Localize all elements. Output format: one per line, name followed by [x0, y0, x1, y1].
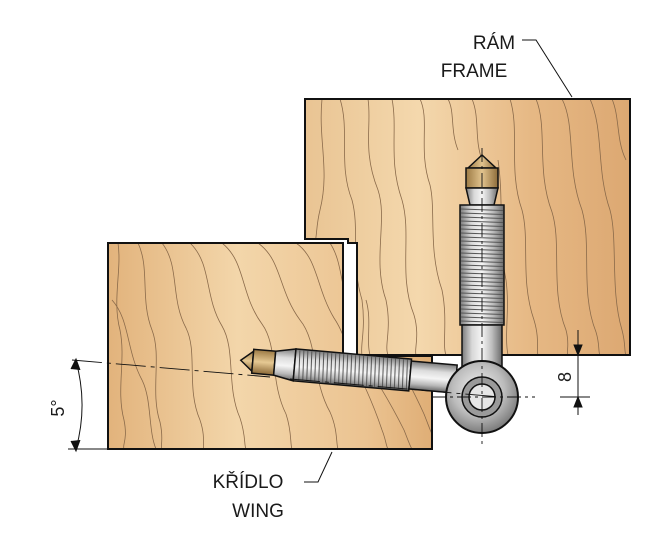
thread-line [326, 352, 329, 383]
wing-pin-threads [298, 350, 408, 390]
thread-line [460, 288, 504, 291]
offset-dimension-label: 8 [555, 372, 575, 382]
thread-line [397, 359, 400, 390]
frame-label-cz: RÁM [473, 33, 515, 54]
frame-leader-line [522, 39, 573, 98]
thread-line [354, 355, 357, 386]
thread-line [334, 353, 337, 384]
thread-line [393, 358, 397, 389]
thread-line [342, 354, 345, 385]
thread-line [460, 244, 504, 247]
wing-label: KŘÍDLO WING [213, 451, 333, 522]
thread-line [362, 355, 365, 386]
angle-dimension-label: 5° [48, 399, 68, 416]
thread-line [298, 350, 301, 381]
frame-label-en: FRAME [441, 61, 508, 82]
center-lines [71, 148, 535, 445]
thread-line [310, 351, 313, 382]
thread-line [358, 355, 361, 386]
thread-line [460, 320, 504, 323]
wing-pin-brass-collar [250, 348, 277, 376]
thread-line [314, 351, 317, 382]
thread-line [460, 312, 504, 315]
frame-wood-grain [311, 99, 627, 355]
thread-line [460, 296, 504, 299]
wing-leader-line [304, 451, 333, 483]
thread-line [377, 357, 381, 388]
thread-line [460, 236, 504, 239]
frame-label: RÁM FRAME [441, 33, 573, 98]
thread-line [385, 357, 389, 389]
offset-dimension [530, 330, 630, 415]
thread-line [302, 350, 305, 381]
thread-line [350, 354, 353, 385]
thread-line [373, 356, 377, 388]
thread-line [369, 356, 373, 387]
thread-line [401, 359, 404, 390]
wing-pin [239, 348, 458, 394]
thread-line [306, 351, 309, 382]
thread-line [460, 212, 504, 215]
thread-line [405, 359, 408, 390]
thread-line [330, 353, 333, 384]
thread-line [460, 264, 504, 267]
thread-line [460, 268, 504, 271]
thread-line [460, 220, 504, 223]
thread-line [389, 358, 393, 389]
thread-line [365, 356, 369, 387]
wing-label-cz: KŘÍDLO [213, 471, 284, 493]
thread-line [346, 354, 349, 385]
thread-line [318, 352, 321, 383]
thread-line [338, 353, 341, 384]
thread-line [381, 357, 385, 388]
wing-label-en: WING [232, 501, 284, 522]
angle-dimension [68, 357, 108, 453]
thread-line [322, 352, 325, 383]
